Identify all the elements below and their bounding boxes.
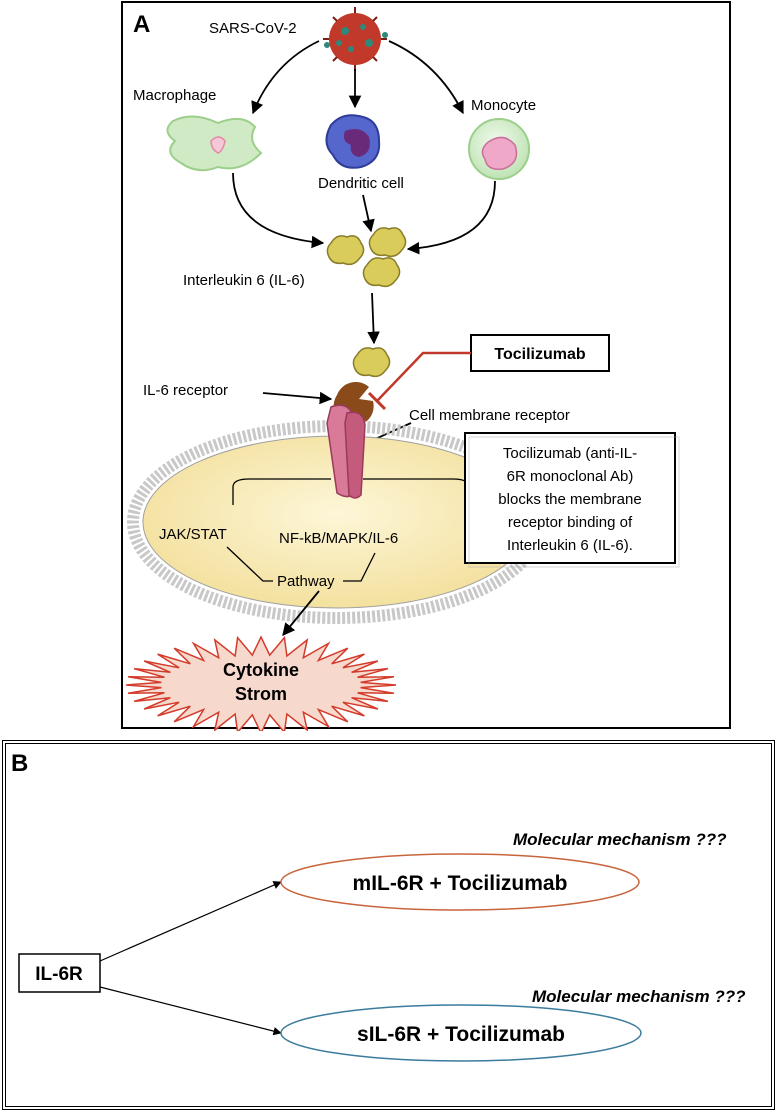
panel-a-label: A bbox=[133, 11, 150, 38]
arrow-dendritic-il6 bbox=[362, 194, 375, 233]
sil6r-label: sIL-6R + Tocilizumab bbox=[357, 1023, 565, 1046]
info-line-1: Tocilizumab (anti-IL- bbox=[503, 445, 637, 462]
il6-cluster-icon bbox=[326, 227, 407, 288]
tocilizumab-label: Tocilizumab bbox=[494, 346, 585, 363]
panel-b-diagram: B IL-6R Molecular mechanism ??? mIL-6R +… bbox=[11, 750, 746, 1062]
storm-line-1: Cytokine bbox=[223, 660, 299, 680]
panel-b: B IL-6R Molecular mechanism ??? mIL-6R +… bbox=[2, 740, 775, 1110]
il6-receptor-label: IL-6 receptor bbox=[143, 382, 228, 399]
mil6r-label: mIL-6R + Tocilizumab bbox=[353, 872, 568, 895]
bracket-left-top bbox=[232, 478, 331, 505]
mechanism-1-label: Molecular mechanism ??? bbox=[513, 830, 727, 849]
arrow-monocyte-il6 bbox=[406, 180, 496, 255]
dendritic-cell-icon bbox=[325, 114, 381, 169]
membrane-receptor-icon bbox=[326, 404, 366, 499]
panel-b-label: B bbox=[11, 750, 28, 777]
cytokine-storm-burst bbox=[125, 635, 397, 731]
arrow-pathway-storm bbox=[282, 590, 320, 636]
il6r-box bbox=[18, 953, 101, 993]
arrow-to-sil6r bbox=[99, 986, 282, 1036]
panel-a: A SARS-CoV-2 Macrophage Dendritic cell M… bbox=[121, 1, 731, 731]
pathway-left-label: JAK/STAT bbox=[159, 526, 227, 543]
arrow-macrophage-il6 bbox=[232, 172, 325, 249]
info-line-3: blocks the membrane bbox=[498, 491, 641, 508]
inhibition-bar bbox=[367, 391, 387, 411]
pathway-label: Pathway bbox=[277, 573, 335, 590]
arrow-receptor-label bbox=[262, 391, 333, 405]
bracket-right-bottom bbox=[343, 552, 376, 582]
storm-line-2: Strom bbox=[235, 684, 287, 704]
arrow-virus-macrophage bbox=[251, 40, 320, 115]
panel-a-diagram: A SARS-CoV-2 Macrophage Dendritic cell M… bbox=[125, 7, 680, 731]
inhibition-line bbox=[376, 351, 471, 402]
info-line-5: Interleukin 6 (IL-6). bbox=[507, 537, 633, 554]
pathway-right-label: NF-kB/MAPK/IL-6 bbox=[279, 530, 398, 547]
virus-icon bbox=[323, 7, 388, 71]
il6-label: Interleukin 6 (IL-6) bbox=[183, 272, 305, 289]
arrow-il6-down bbox=[367, 292, 380, 345]
virus-label: SARS-CoV-2 bbox=[209, 20, 297, 37]
bracket-left-bottom bbox=[226, 546, 273, 582]
dendritic-label: Dendritic cell bbox=[318, 175, 404, 192]
arrow-to-mil6r bbox=[99, 881, 282, 962]
macrophage-icon bbox=[166, 115, 263, 172]
arrow-virus-monocyte bbox=[388, 40, 464, 115]
info-box bbox=[464, 432, 676, 564]
membrane-receptor-label: Cell membrane receptor bbox=[409, 407, 570, 424]
info-line-2: 6R monoclonal Ab) bbox=[507, 468, 634, 485]
info-box-shadow bbox=[468, 436, 680, 568]
macrophage-label: Macrophage bbox=[133, 87, 216, 104]
info-line-4: receptor binding of bbox=[508, 514, 633, 531]
il6r-label: IL-6R bbox=[35, 964, 83, 985]
sil6r-node bbox=[280, 1004, 642, 1062]
mechanism-2-label: Molecular mechanism ??? bbox=[532, 987, 746, 1006]
monocyte-label: Monocyte bbox=[471, 97, 536, 114]
mil6r-node bbox=[280, 853, 640, 911]
il6-single-icon bbox=[352, 347, 391, 378]
monocyte-icon bbox=[468, 118, 530, 180]
